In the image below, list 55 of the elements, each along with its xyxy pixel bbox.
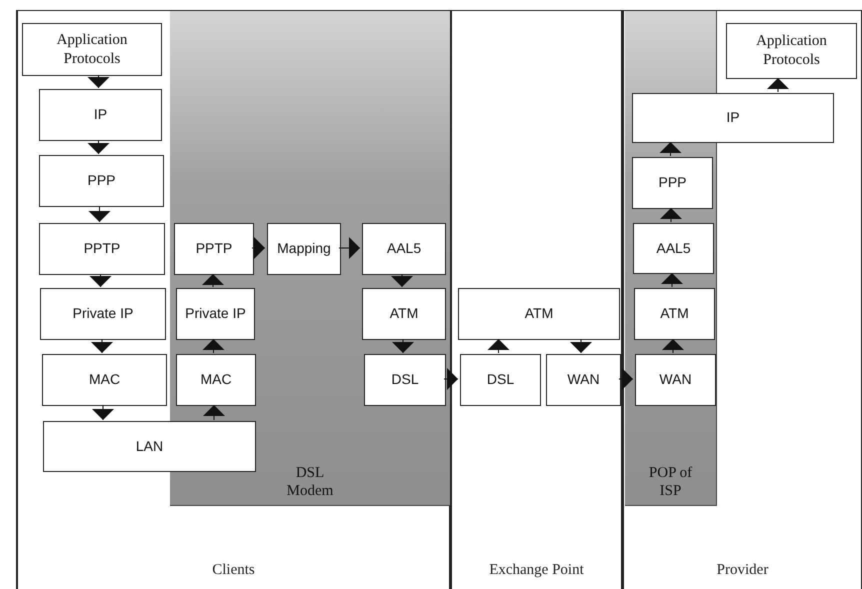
label-text: ATM	[390, 305, 418, 323]
label-text: DSL Modem	[286, 464, 334, 501]
label-text: IP	[726, 109, 740, 127]
layer-box	[632, 157, 713, 209]
layer-box	[39, 223, 165, 275]
layer-box	[634, 288, 715, 340]
label-text: Application Protocols	[56, 30, 128, 68]
column-band	[450, 10, 622, 589]
label-text: PPTP	[196, 240, 232, 258]
label-text: IP	[94, 106, 108, 124]
layer-box	[39, 89, 162, 141]
label-text: Mapping	[277, 240, 331, 258]
label-text: PPTP	[84, 240, 120, 258]
label-text: Application Protocols	[755, 32, 828, 70]
layer-box	[267, 223, 341, 275]
label-text: AAL5	[656, 240, 691, 258]
label-text: WAN	[659, 371, 692, 389]
label-text: WAN	[567, 371, 600, 389]
layer-box	[176, 354, 256, 406]
layer-box	[546, 354, 621, 406]
label-text: Private IP	[72, 305, 134, 323]
layer-box	[362, 288, 446, 340]
label-text: Provider	[716, 562, 768, 578]
label-text: LAN	[136, 438, 164, 456]
label-text: DSL	[486, 371, 514, 389]
layer-box	[460, 354, 541, 406]
layer-box	[632, 93, 834, 143]
label-text: DSL	[391, 371, 419, 389]
layer-box	[726, 23, 857, 79]
layer-box	[364, 354, 446, 406]
column-band	[622, 10, 862, 589]
layer-box	[362, 223, 446, 275]
label-text: Private IP	[185, 305, 246, 323]
label-text: MAC	[200, 371, 232, 389]
layer-box	[39, 155, 164, 207]
layer-box	[176, 288, 255, 340]
label-text: ATM	[660, 305, 689, 323]
layer-box	[42, 354, 167, 406]
label-text: POP of ISP	[648, 464, 694, 501]
shaded-region	[170, 11, 451, 506]
layer-box	[458, 288, 620, 340]
label-text: PPP	[658, 174, 686, 192]
label-text: PPP	[87, 172, 116, 190]
layer-box	[174, 223, 254, 275]
label-text: Exchange Point	[489, 562, 584, 578]
label-text: AAL5	[386, 240, 422, 258]
layer-box	[40, 288, 166, 340]
column-band	[16, 10, 450, 589]
label-text: ATM	[524, 305, 554, 323]
label-text: Clients	[212, 562, 255, 578]
layer-box	[635, 354, 716, 406]
layer-box	[22, 23, 162, 76]
layer-box	[633, 223, 714, 274]
layer-box	[43, 421, 256, 472]
label-text: MAC	[88, 371, 120, 389]
